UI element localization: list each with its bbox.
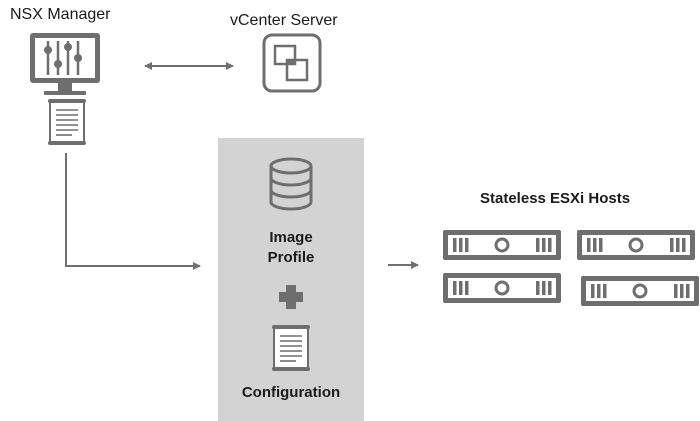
configuration-document-icon (272, 325, 310, 371)
monitor-sliders-icon (30, 33, 100, 95)
server-icon (581, 276, 699, 306)
manifest-connector-line (65, 153, 201, 270)
hosts-title: Stateless ESXi Hosts (480, 190, 631, 207)
configuration-label: Configuration (241, 384, 341, 401)
server-icon (443, 230, 561, 260)
nsx-manager-label: NSX Manager (10, 6, 111, 23)
esxi-hosts-group (443, 230, 699, 306)
plus-icon (279, 285, 303, 309)
vcenter-logo-icon (262, 33, 322, 93)
manifest-document-icon (48, 99, 86, 145)
server-icon (577, 230, 695, 260)
image-profile-label-line1: Image (269, 229, 313, 246)
server-icon (443, 273, 561, 303)
image-profile-label-line2: Profile (267, 249, 315, 266)
image-profile-label: Image Profile (218, 228, 364, 268)
database-icon (269, 157, 313, 211)
vcenter-server-label: vCenter Server (230, 12, 338, 29)
